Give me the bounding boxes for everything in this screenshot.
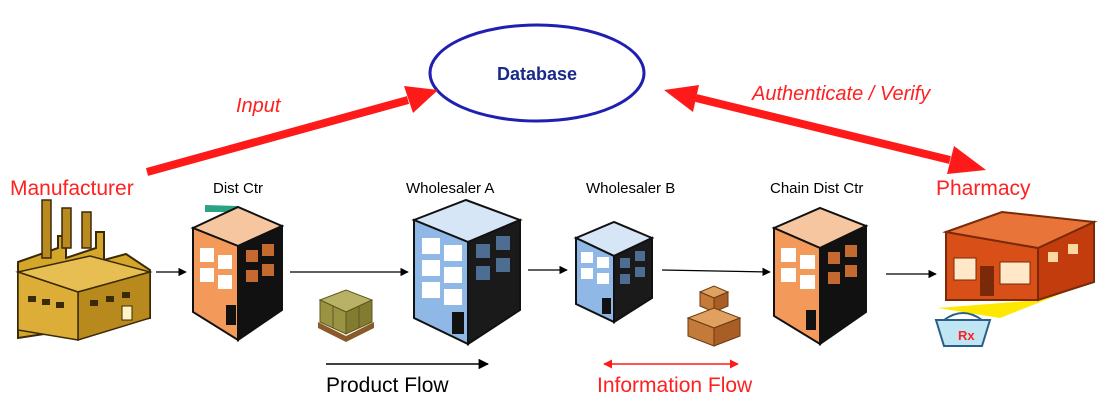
wholesaler-a-label: Wholesaler A (406, 180, 494, 197)
information-flow-label: Information Flow (597, 374, 753, 397)
authenticate-arrow-head-right (947, 146, 986, 174)
legend: Product Flow Information Flow (326, 358, 753, 397)
rx-basket-icon: Rx (934, 312, 992, 347)
database-ellipse (428, 23, 646, 123)
input-arrow-shaft (145, 96, 410, 176)
rx-label: Rx (958, 328, 975, 343)
chain-dist-ctr-building-icon (771, 206, 869, 346)
chain-dist-ctr-label: Chain Dist Ctr (770, 180, 863, 197)
database-node: Database (428, 23, 646, 123)
pallet-boxes-icon (318, 289, 374, 342)
pharmacy-label: Pharmacy (936, 177, 1031, 200)
authenticate-arrow-head-left (664, 85, 699, 112)
authenticate-arrow: Authenticate / Verify (664, 83, 986, 174)
stacked-boxes-icon (686, 285, 742, 347)
product-flow-label: Product Flow (326, 374, 449, 397)
authenticate-label: Authenticate / Verify (751, 83, 931, 105)
product-flow-arrows (156, 265, 937, 279)
flow-arrow-4 (661, 267, 771, 277)
wholesaler-a-building-icon (411, 198, 523, 346)
wholesaler-b-building-icon (573, 220, 655, 324)
dist-ctr-building-icon (190, 205, 285, 342)
input-label: Input (236, 95, 282, 117)
pharmacy-store-icon (938, 210, 1098, 318)
manufacturer-label: Manufacturer (10, 177, 134, 200)
wholesaler-b-label: Wholesaler B (586, 180, 675, 197)
input-arrow: Input (145, 86, 438, 176)
factory-icon (15, 199, 153, 342)
database-label: Database (497, 64, 577, 84)
input-arrow-head (404, 86, 438, 113)
authenticate-arrow-shaft (695, 94, 951, 164)
dist-ctr-label: Dist Ctr (213, 180, 263, 197)
